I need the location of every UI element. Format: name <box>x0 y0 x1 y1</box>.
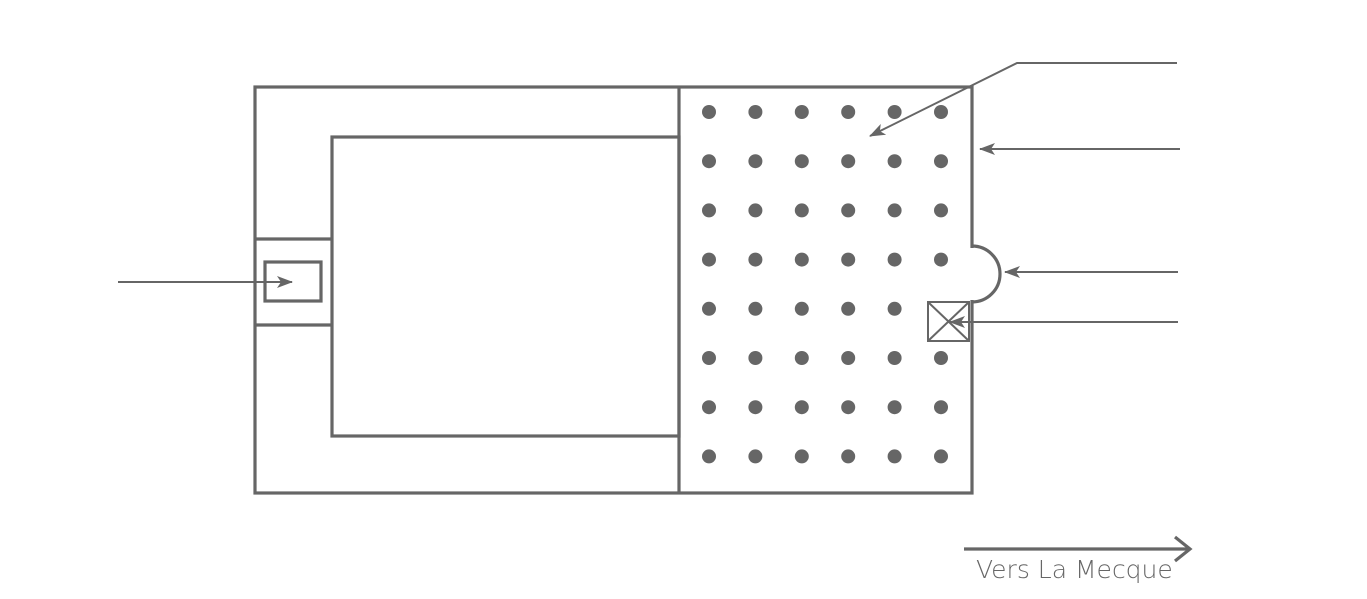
column-dot <box>794 301 809 316</box>
column-dot <box>934 351 948 365</box>
column-dot <box>748 154 763 169</box>
column-dot <box>887 301 902 316</box>
column-dot <box>794 154 809 169</box>
column-dot <box>702 203 716 218</box>
column-dot <box>934 449 948 464</box>
column-dot <box>702 301 716 316</box>
column-dot <box>748 301 763 316</box>
column-dot <box>934 252 948 267</box>
column-dot <box>702 252 716 267</box>
column-dot <box>702 449 716 464</box>
column-dot <box>887 449 902 464</box>
column-dot <box>934 105 948 119</box>
column-dot <box>934 203 948 218</box>
column-dot <box>702 105 716 119</box>
callout-arrow-columns <box>869 62 1177 137</box>
column-dot <box>702 154 716 169</box>
column-dot <box>887 203 902 218</box>
entrance-gateway <box>255 237 332 327</box>
column-dot <box>794 351 809 365</box>
column-dot <box>887 154 902 169</box>
outer-wall <box>253 85 974 495</box>
column-dot <box>794 203 809 218</box>
column-dot <box>702 400 716 415</box>
column-dot <box>887 252 902 267</box>
column-dot <box>748 105 763 119</box>
column-dot <box>748 400 763 415</box>
mihrab-niche <box>971 244 1002 304</box>
column-dot <box>748 203 763 218</box>
column-dot <box>748 449 763 464</box>
column-dot <box>841 400 856 415</box>
courtyard <box>330 135 681 438</box>
column-dot <box>934 400 948 415</box>
qibla-direction: Vers La Mecque <box>964 535 1193 584</box>
column-dot <box>887 351 902 365</box>
column-dot <box>794 105 809 119</box>
column-dot <box>748 351 763 365</box>
column-dot <box>841 449 856 464</box>
hypostyle-columns <box>702 105 948 464</box>
column-dot <box>702 351 716 365</box>
column-dot <box>887 105 902 119</box>
column-dot <box>748 252 763 267</box>
column-dot <box>841 154 856 169</box>
column-dot <box>887 400 902 415</box>
column-dot <box>841 351 856 365</box>
qibla-direction-label: Vers La Mecque <box>976 555 1173 584</box>
column-dot <box>841 301 856 316</box>
column-dot <box>794 252 809 267</box>
column-dot <box>841 203 856 218</box>
column-dot <box>841 105 856 119</box>
column-dot <box>794 449 809 464</box>
column-dot <box>934 154 948 169</box>
column-dot <box>841 252 856 267</box>
column-dot <box>794 400 809 415</box>
